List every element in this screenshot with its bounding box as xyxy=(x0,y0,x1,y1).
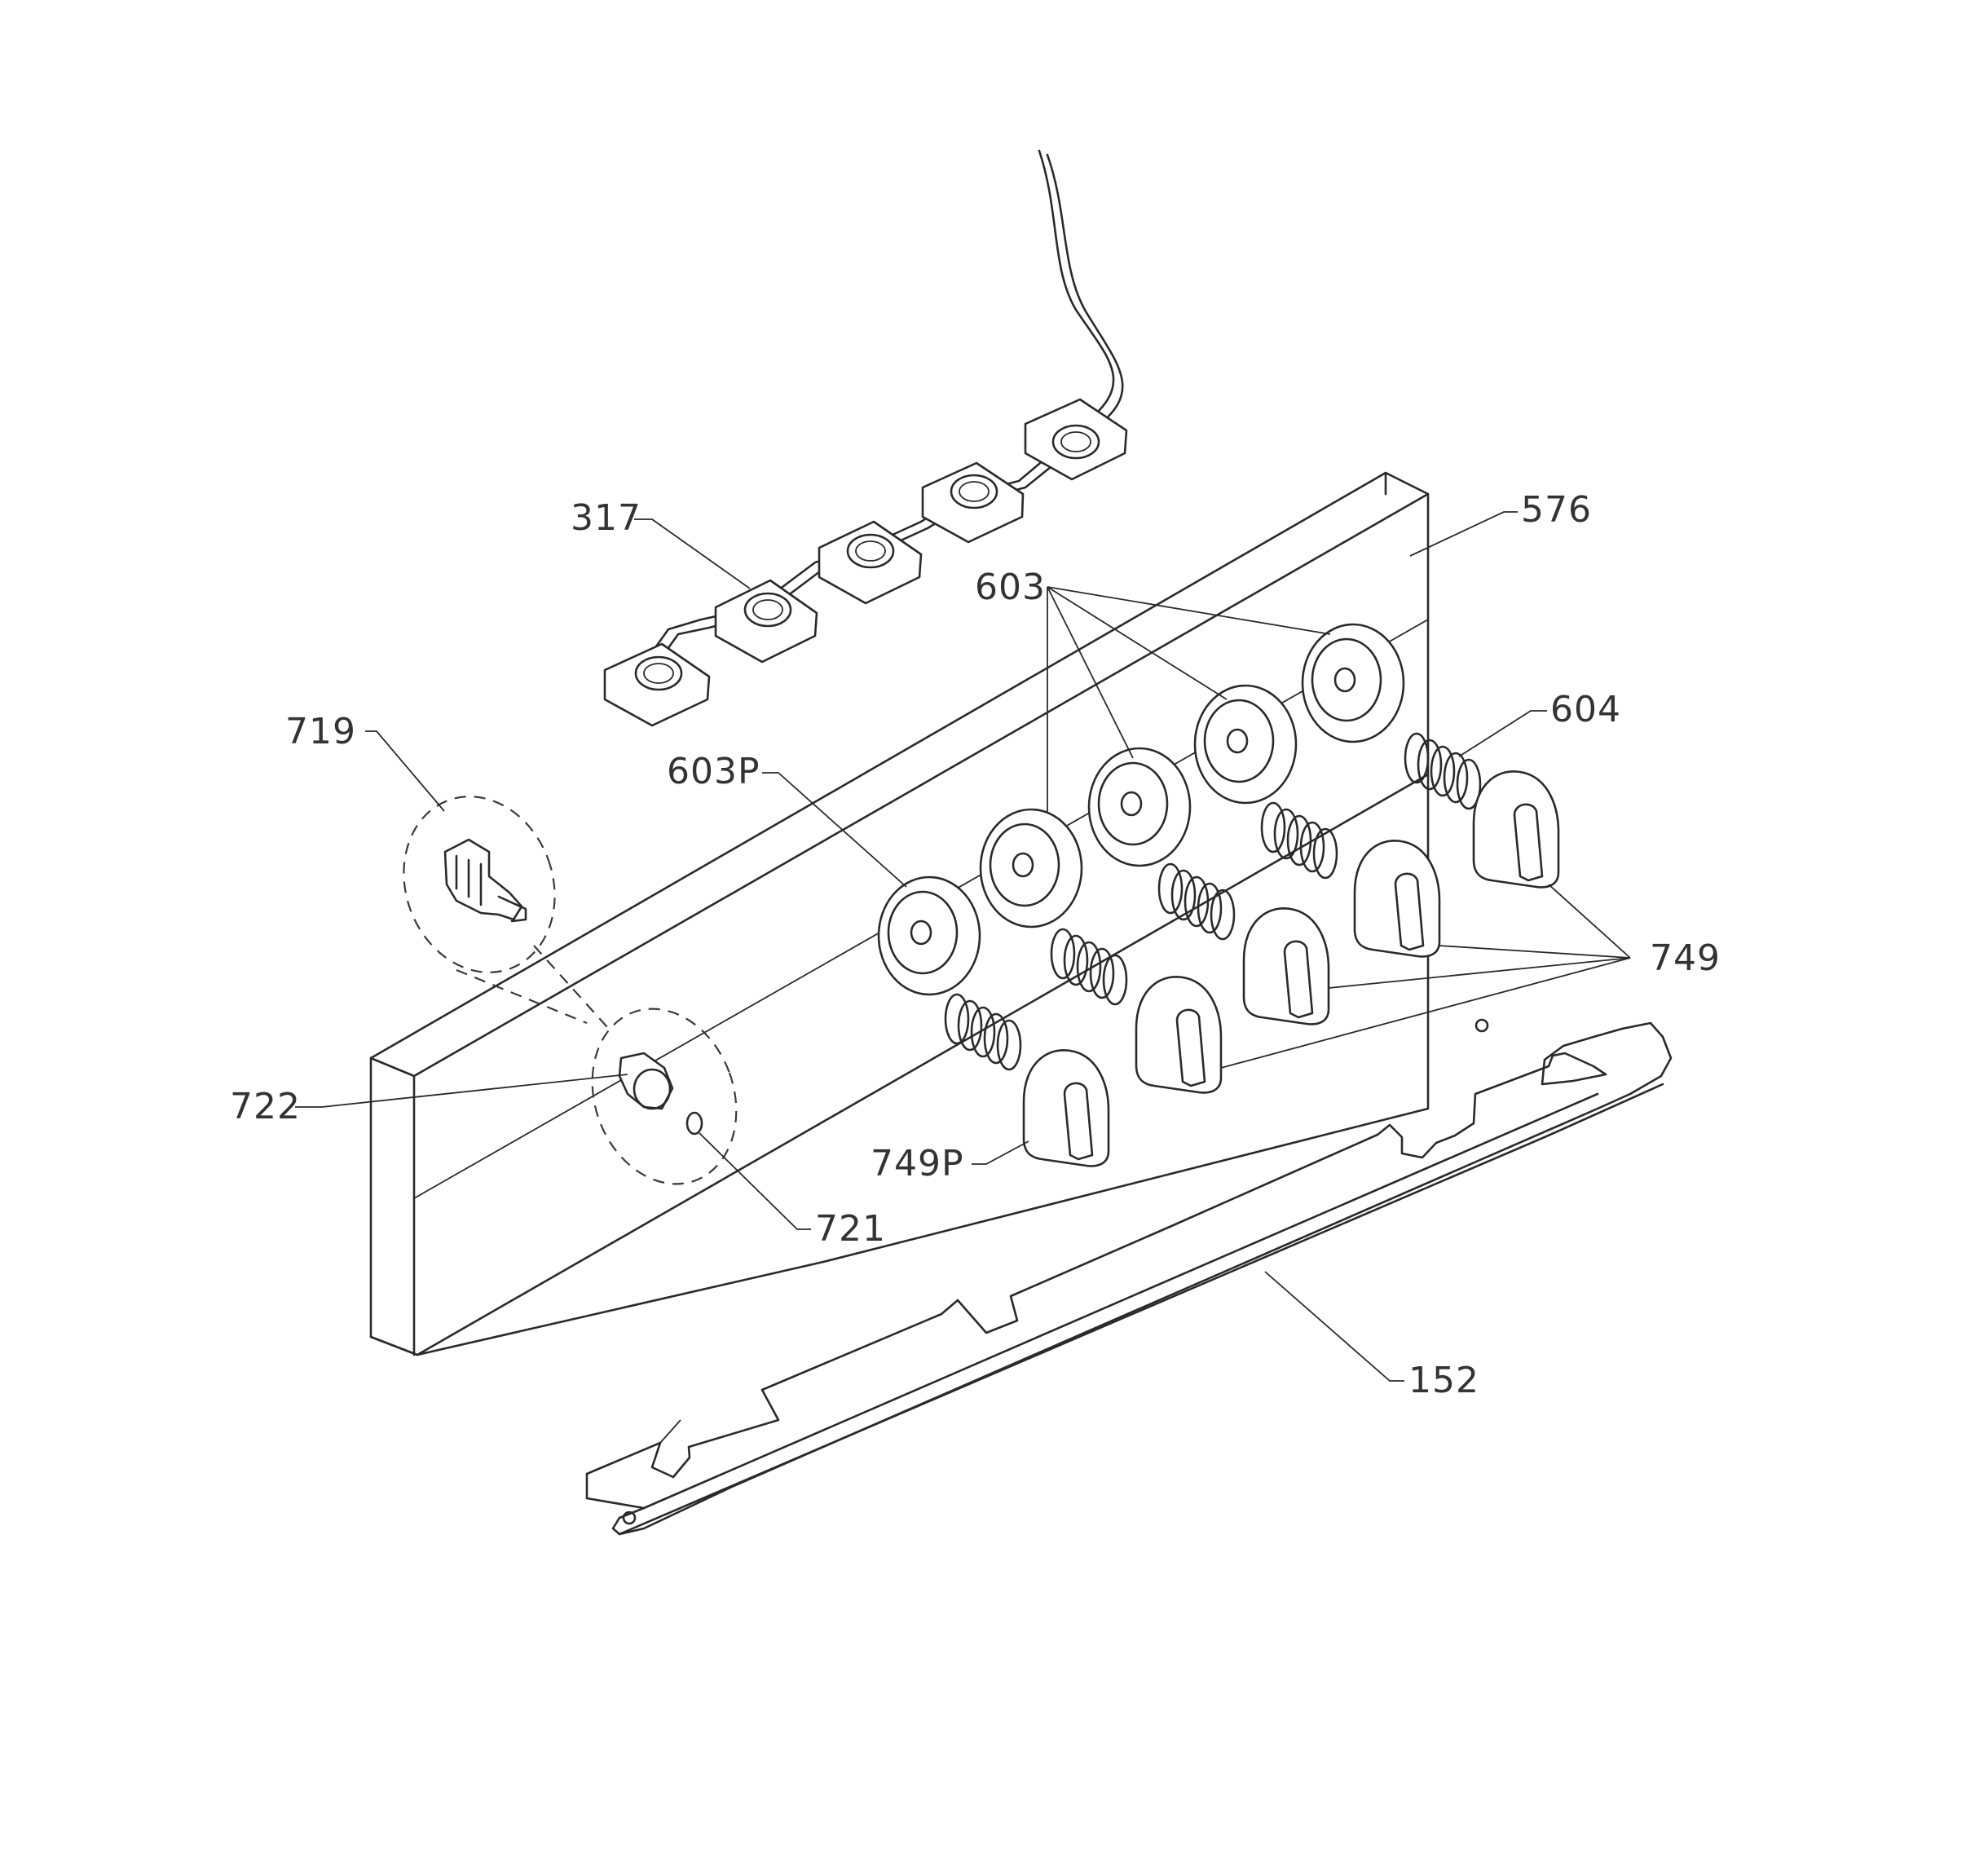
leader-lines xyxy=(295,511,1631,1382)
part-721-hole xyxy=(685,1111,703,1136)
bezel-603 xyxy=(1301,623,1405,743)
bezel-603 xyxy=(1087,747,1192,867)
part-722-component xyxy=(618,1052,674,1110)
label-722: 722 xyxy=(230,1086,301,1127)
label-719: 719 xyxy=(285,711,356,752)
part-603-bezels xyxy=(877,623,1405,996)
igniter-switch xyxy=(921,461,1025,544)
bezel-603 xyxy=(1193,684,1298,805)
label-317: 317 xyxy=(571,497,641,539)
spring-604 xyxy=(1404,732,1482,810)
knob-749 xyxy=(1242,907,1330,1025)
label-152: 152 xyxy=(1408,1360,1479,1401)
spring-604 xyxy=(1157,862,1236,941)
igniter-switch xyxy=(603,642,711,727)
knob-749 xyxy=(1353,840,1441,958)
part-317-igniter-harness xyxy=(603,149,1128,727)
callout-labels: 317 576 603 604 603P 719 749 722 749P 72… xyxy=(230,489,1721,1401)
spring-604 xyxy=(1260,801,1338,880)
igniter-switch xyxy=(714,579,818,664)
knob-749 xyxy=(1135,976,1223,1094)
label-603: 603 xyxy=(975,567,1046,608)
label-576: 576 xyxy=(1521,489,1592,531)
label-749: 749 xyxy=(1650,937,1721,979)
bezel-603p xyxy=(877,875,981,996)
knob-749 xyxy=(1472,770,1560,889)
spring-604 xyxy=(1050,928,1128,1006)
label-721: 721 xyxy=(815,1208,886,1250)
label-603p: 603P xyxy=(667,751,760,792)
bezel-603 xyxy=(979,808,1083,928)
part-604-springs xyxy=(944,732,1482,1071)
knob-749p xyxy=(1022,1049,1110,1167)
igniter-switch xyxy=(818,520,923,605)
label-604: 604 xyxy=(1550,689,1621,730)
spring-604 xyxy=(944,993,1022,1071)
igniter-switch xyxy=(1024,398,1128,481)
part-749-knobs xyxy=(1022,770,1560,1167)
part-152-trim-panel xyxy=(585,1018,1673,1536)
dashed-callout-outlines xyxy=(403,796,738,1185)
label-749p: 749P xyxy=(871,1143,964,1184)
part-719-component xyxy=(443,838,527,923)
